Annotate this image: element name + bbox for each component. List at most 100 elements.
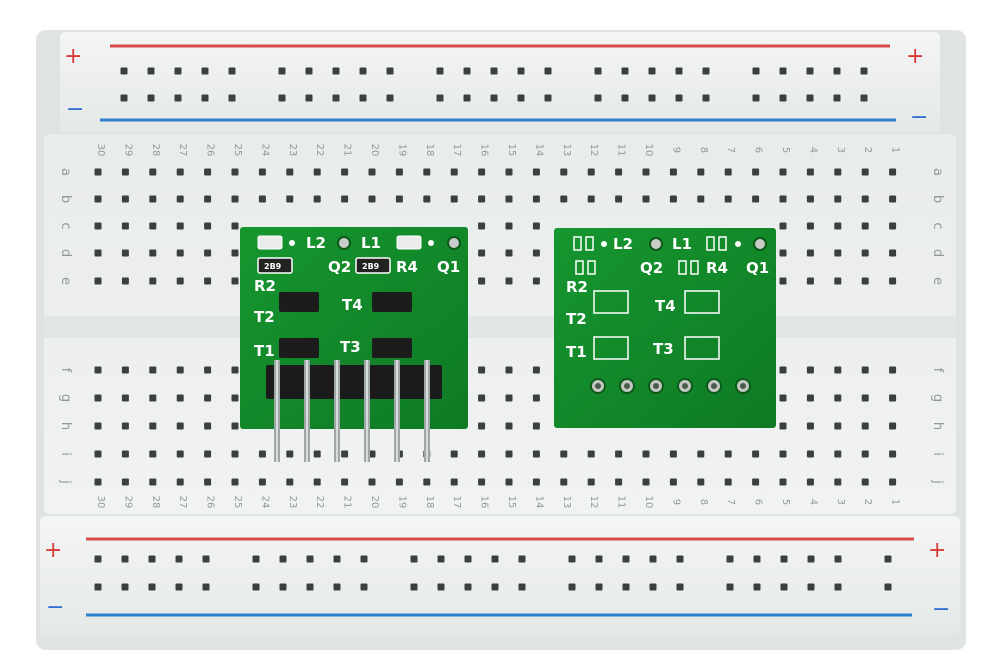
column-number-top: 13 <box>561 144 572 157</box>
breadboard-hole <box>176 478 184 486</box>
breadboard-hole <box>669 450 677 458</box>
breadboard-hole <box>642 478 650 486</box>
rail-hole <box>120 94 128 102</box>
breadboard-hole <box>478 222 486 230</box>
rail-hole <box>147 94 155 102</box>
column-number-top: 29 <box>122 144 133 157</box>
rail-hole <box>252 555 260 563</box>
breadboard-hole <box>395 478 403 486</box>
rail-hole <box>568 555 576 563</box>
rail-hole <box>148 555 156 563</box>
rail-hole <box>360 583 368 591</box>
breadboard: + + − − + + − − 303029292828272726262525… <box>36 30 966 650</box>
label-r2-right: R2 <box>566 278 588 296</box>
pcb-right: L2 L1 Q2 R4 Q1 R2 T2 T4 T1 T3 <box>554 228 776 428</box>
row-letter: g <box>58 394 73 402</box>
breadboard-hole <box>176 450 184 458</box>
pad-l2-dot <box>601 241 607 247</box>
rail-hole <box>622 583 630 591</box>
rail-hole <box>333 555 341 563</box>
rail-hole <box>726 555 734 563</box>
rail-hole <box>490 94 498 102</box>
column-number-bottom: 10 <box>643 496 654 509</box>
rail-hole <box>333 583 341 591</box>
rail-hole <box>594 94 602 102</box>
rail-hole <box>544 67 552 75</box>
rail-hole <box>595 555 603 563</box>
plus-sign-top-left: + <box>64 44 82 69</box>
breadboard-hole <box>478 277 486 285</box>
rail-hole <box>410 583 418 591</box>
breadboard-hole <box>450 478 458 486</box>
led-l2-dot <box>289 240 295 246</box>
rail-hole <box>806 67 814 75</box>
column-number-bottom: 15 <box>506 496 517 509</box>
via-right-1 <box>649 237 663 251</box>
breadboard-hole <box>724 450 732 458</box>
column-number-top: 18 <box>424 144 435 157</box>
rail-hole <box>279 555 287 563</box>
breadboard-hole <box>313 450 321 458</box>
pad-r2-a <box>575 260 584 275</box>
breadboard-hole <box>478 450 486 458</box>
breadboard-hole <box>286 168 294 176</box>
row-letter: b <box>58 195 73 203</box>
breadboard-hole <box>834 168 842 176</box>
breadboard-hole <box>806 394 814 402</box>
row-letter: h <box>58 422 73 430</box>
breadboard-hole <box>779 277 787 285</box>
breadboard-hole <box>779 450 787 458</box>
column-number-top: 15 <box>506 144 517 157</box>
breadboard-hole <box>258 168 266 176</box>
breadboard-hole <box>149 195 157 203</box>
bottom-power-rail <box>40 516 960 636</box>
breadboard-hole <box>395 168 403 176</box>
rail-hole <box>252 583 260 591</box>
pcb-right-board <box>554 228 776 428</box>
column-number-bottom: 4 <box>807 499 818 505</box>
breadboard-hole <box>669 478 677 486</box>
breadboard-hole <box>231 277 239 285</box>
row-letter: b <box>930 195 945 203</box>
breadboard-hole <box>889 422 897 430</box>
breadboard-hole <box>149 450 157 458</box>
rail-hole <box>726 583 734 591</box>
breadboard-hole <box>121 249 129 257</box>
breadboard-hole <box>752 450 760 458</box>
header-pad-hole <box>682 383 688 389</box>
column-number-top: 6 <box>753 147 764 153</box>
breadboard-hole <box>94 450 102 458</box>
column-number-top: 17 <box>451 144 462 157</box>
column-number-bottom: 2 <box>862 499 873 505</box>
breadboard-hole <box>532 222 540 230</box>
breadboard-hole <box>149 277 157 285</box>
row-letter: e <box>930 277 945 285</box>
rail-hole <box>568 583 576 591</box>
header-pad-hole <box>595 383 601 389</box>
breadboard-hole <box>834 222 842 230</box>
row-letter: d <box>930 249 945 257</box>
label-t1: T1 <box>254 342 275 360</box>
breadboard-hole <box>861 168 869 176</box>
rail-hole <box>464 583 472 591</box>
breadboard-hole <box>861 366 869 374</box>
breadboard-hole <box>94 249 102 257</box>
column-number-bottom: 21 <box>342 496 353 509</box>
breadboard-hole <box>532 422 540 430</box>
minus-sign-bottom-left: − <box>46 595 64 620</box>
via-left-2 <box>447 236 461 250</box>
row-letter: i <box>58 452 73 456</box>
breadboard-hole <box>231 450 239 458</box>
breadboard-hole <box>423 195 431 203</box>
breadboard-hole <box>121 478 129 486</box>
rail-hole <box>753 583 761 591</box>
header-pin-highlight <box>426 360 428 462</box>
rail-hole <box>436 67 444 75</box>
header-pad-hole <box>711 383 717 389</box>
column-number-top: 22 <box>314 144 325 157</box>
rail-hole <box>702 94 710 102</box>
breadboard-hole <box>286 478 294 486</box>
breadboard-hole <box>834 422 842 430</box>
breadboard-hole <box>313 168 321 176</box>
breadboard-hole <box>368 168 376 176</box>
